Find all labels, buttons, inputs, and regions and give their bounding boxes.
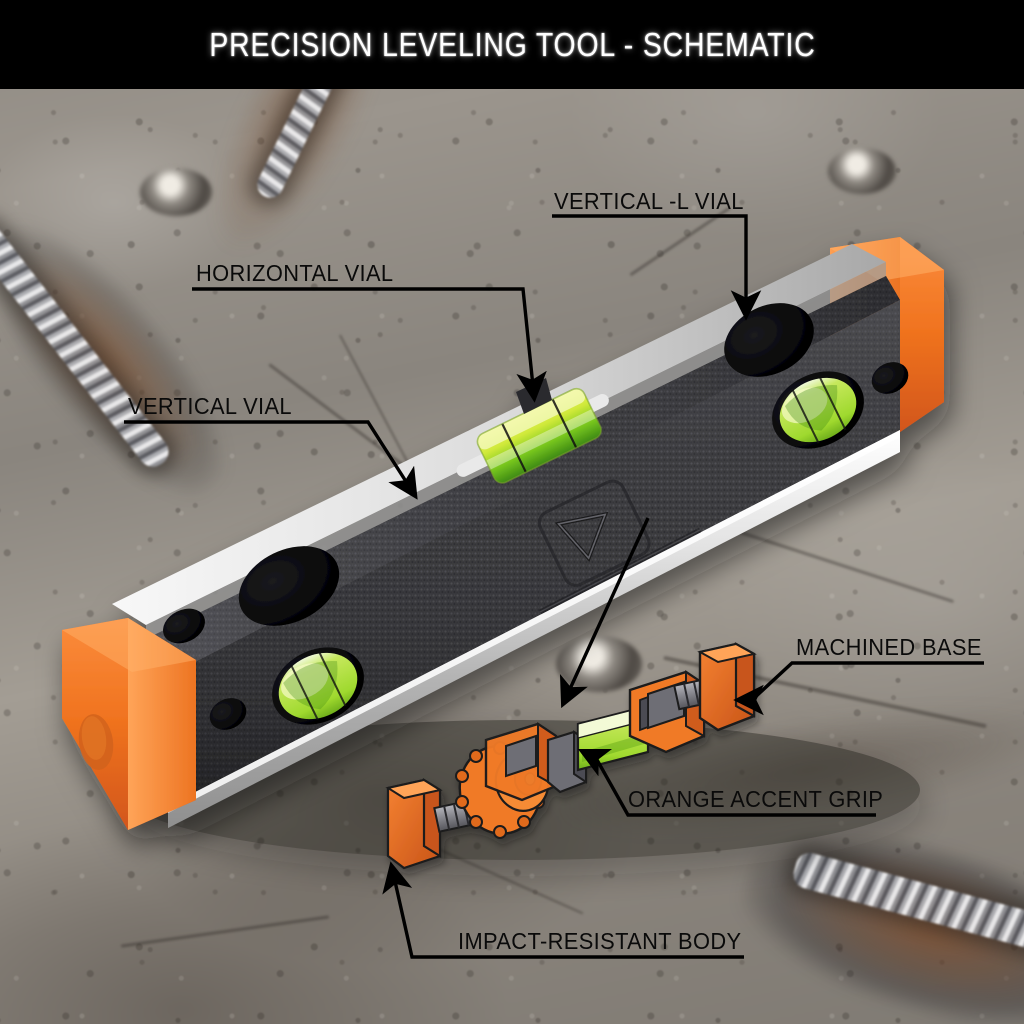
magnet-hole-right [871,362,909,394]
magnet-hole-large-left [238,546,340,626]
horizontal-vial [476,387,602,484]
floor-anchor-dimple [828,148,896,194]
floor-anchor-dimple [140,168,212,216]
vertical-l-vial-window-top [724,303,814,377]
vertical-l-vial [779,376,857,444]
vertical-vial [278,651,358,720]
end-cap-left [62,618,196,830]
magnet-hole-small-lower-left [209,698,247,730]
page-title: PRECISION LEVELING TOOL - SCHEMATIC [208,25,816,63]
exploded-vial-cartridge [385,642,757,870]
exploded-end-block-right [697,642,757,732]
title-bar: PRECISION LEVELING TOOL - SCHEMATIC [0,0,1024,89]
torpedo-level-body [62,237,944,830]
magnet-hole-small-left [163,608,205,644]
exploded-end-block-left [385,778,443,870]
